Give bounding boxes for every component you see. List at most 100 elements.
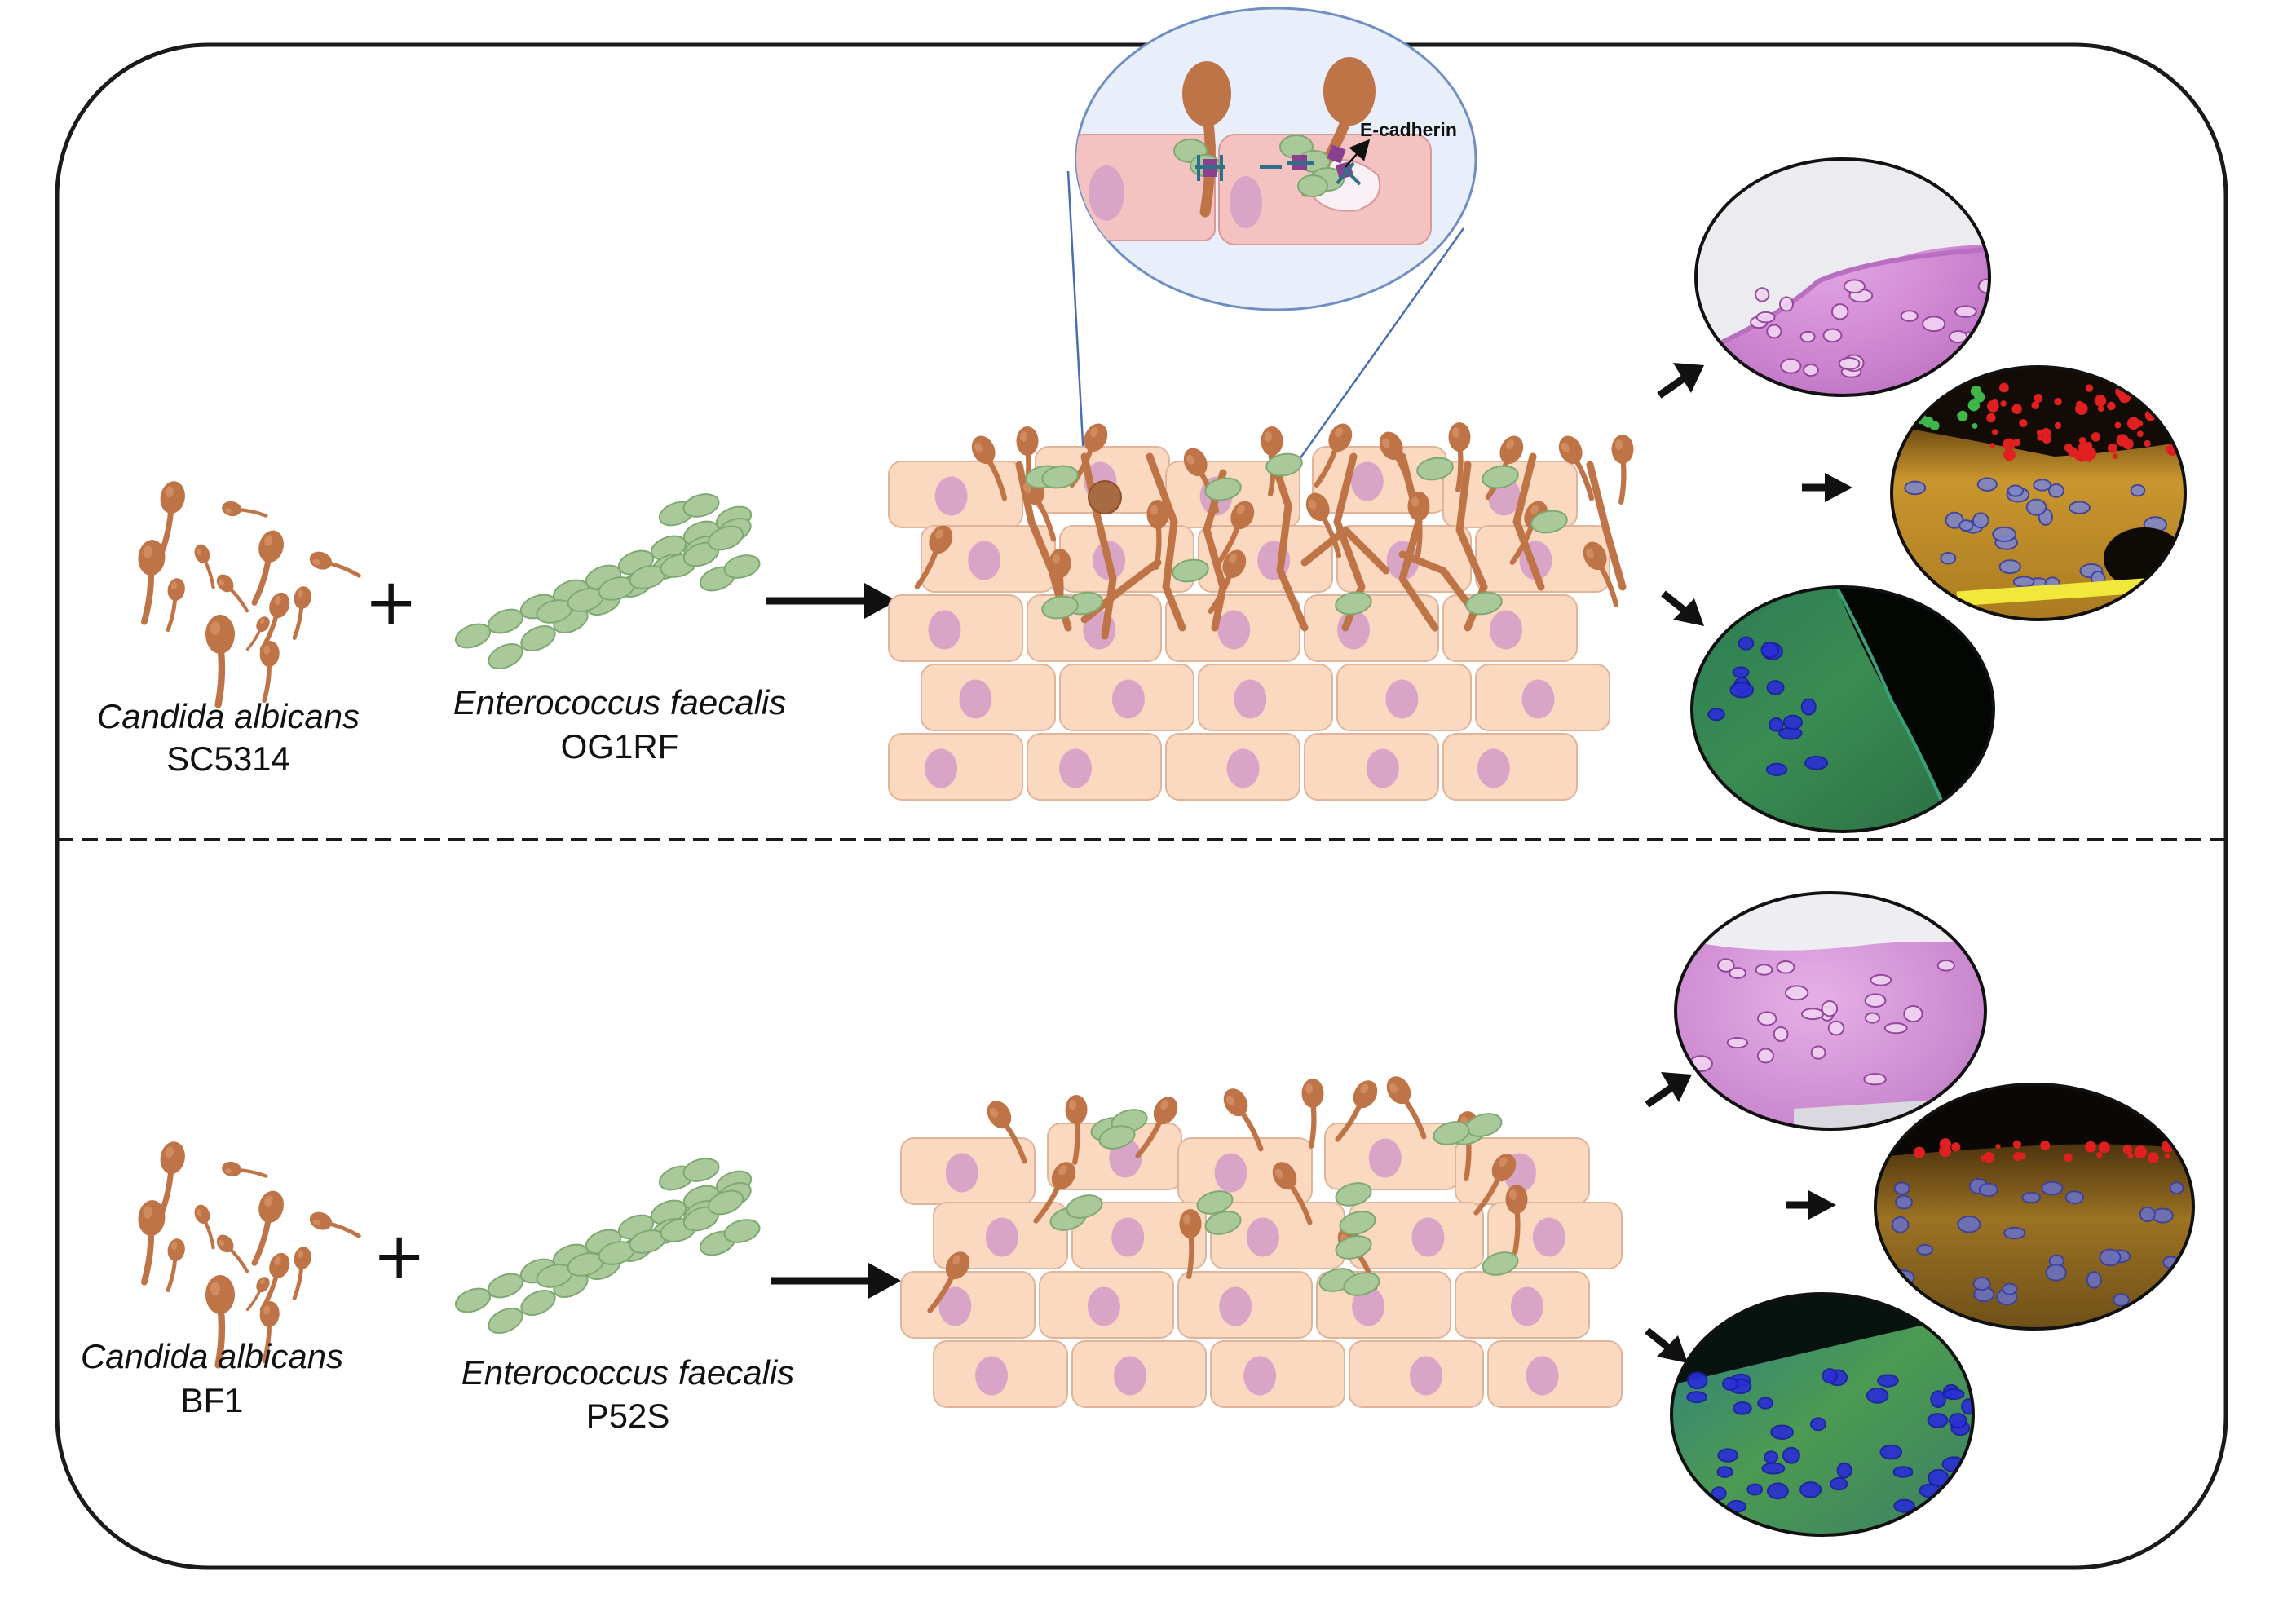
cell-nucleus	[2130, 483, 2146, 497]
cell-nucleus	[1893, 1181, 1910, 1195]
fluorescent-signal	[2174, 416, 2181, 423]
fluorescent-signal	[2086, 457, 2092, 462]
fluorescent-signal	[2034, 394, 2043, 403]
candida-albicans-cluster-top	[138, 481, 361, 708]
cell-nucleus	[1843, 279, 1866, 293]
cell-nucleus	[1804, 756, 1829, 770]
arrowhead-to-he-bottom	[1661, 1072, 1692, 1102]
cell-nucleus	[2045, 1264, 2067, 1282]
enterococcus-diplococcus	[682, 1158, 720, 1182]
fluorescent-signal	[2041, 428, 2051, 438]
cell-nucleus	[1755, 964, 1773, 976]
fluorescent-signal	[1983, 1152, 1994, 1163]
candida-yeast-cell	[1223, 1088, 1264, 1152]
enterococcus-diplococcus	[723, 1219, 761, 1243]
cell-nucleus	[1799, 1481, 1822, 1498]
cell-nucleus	[1721, 1376, 1739, 1391]
fluorescent-signal	[2040, 1141, 2051, 1151]
fluorescent-signal	[2164, 1153, 2170, 1159]
enterococcus-diplococcus	[520, 1289, 556, 1317]
enterococcus-diplococcus	[1204, 1211, 1242, 1235]
cell-nucleus	[1717, 1448, 1738, 1463]
epithelial-nucleus	[1087, 1286, 1120, 1326]
cell-nucleus	[1773, 1026, 1789, 1043]
cell-nucleus	[2113, 1293, 2130, 1307]
cell-nucleus	[1927, 1413, 1949, 1428]
cell-nucleus	[1686, 1391, 1707, 1404]
candida-yeast-cell	[1448, 422, 1471, 492]
candida-yeast-cell	[1386, 1076, 1427, 1140]
epithelial-nucleus	[1368, 1138, 1402, 1178]
candida-yeast-cell	[138, 540, 166, 625]
cell-nucleus	[1707, 708, 1725, 722]
cell-nucleus	[1729, 682, 1755, 699]
cell-nucleus	[1809, 1417, 1826, 1432]
fluorescent-signal	[2036, 430, 2043, 436]
cell-nucleus	[1883, 1022, 1908, 1035]
epithelial-nucleus	[1111, 679, 1145, 719]
candida-yeast-cell	[1583, 541, 1619, 607]
candida-yeast-cell	[166, 578, 185, 632]
cell-nucleus	[1711, 1486, 1727, 1501]
fluorescent-signal	[2163, 390, 2175, 402]
candida-yeast-cell	[971, 435, 1008, 501]
candida-hypha	[1146, 452, 1186, 632]
cell-nucleus	[1972, 512, 1989, 529]
epithelial-cell	[1442, 733, 1578, 801]
candida-yeast-cell	[309, 551, 361, 578]
candida-yeast-cell	[251, 1190, 284, 1266]
fluorescence-micrograph-bottom	[1875, 1084, 2193, 1329]
fluorescent-signal	[2176, 416, 2185, 429]
fluorescent-signal	[2107, 401, 2116, 411]
fluorescent-signal	[2107, 443, 2117, 453]
cell-nucleus	[2033, 479, 2051, 492]
fluorescent-signal	[2003, 448, 2016, 461]
cell-nucleus	[1716, 958, 1735, 973]
candida-yeast-cell	[1033, 1162, 1076, 1224]
fluorescent-signal	[1987, 400, 1999, 413]
cell-nucleus	[1879, 1444, 1903, 1460]
cell-nucleus	[1799, 330, 1816, 343]
candida-yeast-cell	[309, 1211, 361, 1238]
candida-yeast-cell	[1473, 1154, 1517, 1216]
candida-yeast-cell	[222, 501, 268, 518]
candida-yeast-cell	[292, 586, 311, 640]
e-cadherin-label-container: E-cadherin	[1360, 119, 1457, 140]
cell-nucleus	[1760, 641, 1780, 659]
enterococcus-diplococcus	[488, 1307, 523, 1335]
enterococcus-diplococcus	[1335, 1235, 1372, 1260]
candida-yeast-cell	[222, 1161, 268, 1178]
cell-nucleus	[1893, 1498, 1915, 1513]
cell-nucleus	[1822, 328, 1843, 343]
fluorescent-signal	[2078, 442, 2088, 452]
enterococcus-diplococcus	[1204, 477, 1242, 501]
fluorescent-signal	[2185, 1148, 2191, 1154]
epithelial-nucleus	[1219, 1286, 1252, 1326]
ecadherin-micrograph-top-border	[1690, 585, 1995, 833]
cell-nucleus	[1738, 636, 1755, 651]
candida-yeast-cell	[194, 1204, 215, 1250]
e-cadherin-label: E-cadherin	[1360, 119, 1457, 140]
fluorescence-micrograph-top	[1892, 367, 2185, 620]
epithelial-nucleus	[1352, 1286, 1385, 1326]
cell-nucleus	[1930, 1390, 1947, 1409]
fluorescent-signal	[2076, 400, 2083, 408]
fluorescent-signal	[2091, 432, 2101, 442]
fluorescent-signal	[1967, 399, 1981, 412]
cell-nucleus	[1784, 985, 1809, 1001]
epithelial-nucleus	[1234, 679, 1267, 719]
arrowhead-to-if-top	[1825, 473, 1852, 502]
fluorescent-signal	[1998, 382, 2009, 393]
cell-nucleus	[1864, 993, 1887, 1008]
epithelial-cell	[1210, 1340, 1345, 1408]
fluorescent-signal	[2126, 417, 2140, 430]
enterococcus-diplococcus	[1041, 465, 1079, 489]
candida-yeast-cell	[1611, 435, 1634, 505]
candida-hypha	[1586, 461, 1627, 591]
cell-nucleus	[1766, 680, 1785, 695]
cell-nucleus	[1782, 1446, 1801, 1464]
cell-nucleus	[1904, 480, 1927, 496]
epithelial-nucleus	[1226, 748, 1260, 788]
fluorescent-signal	[2085, 384, 2094, 392]
fluorescent-signal	[2116, 434, 2129, 447]
